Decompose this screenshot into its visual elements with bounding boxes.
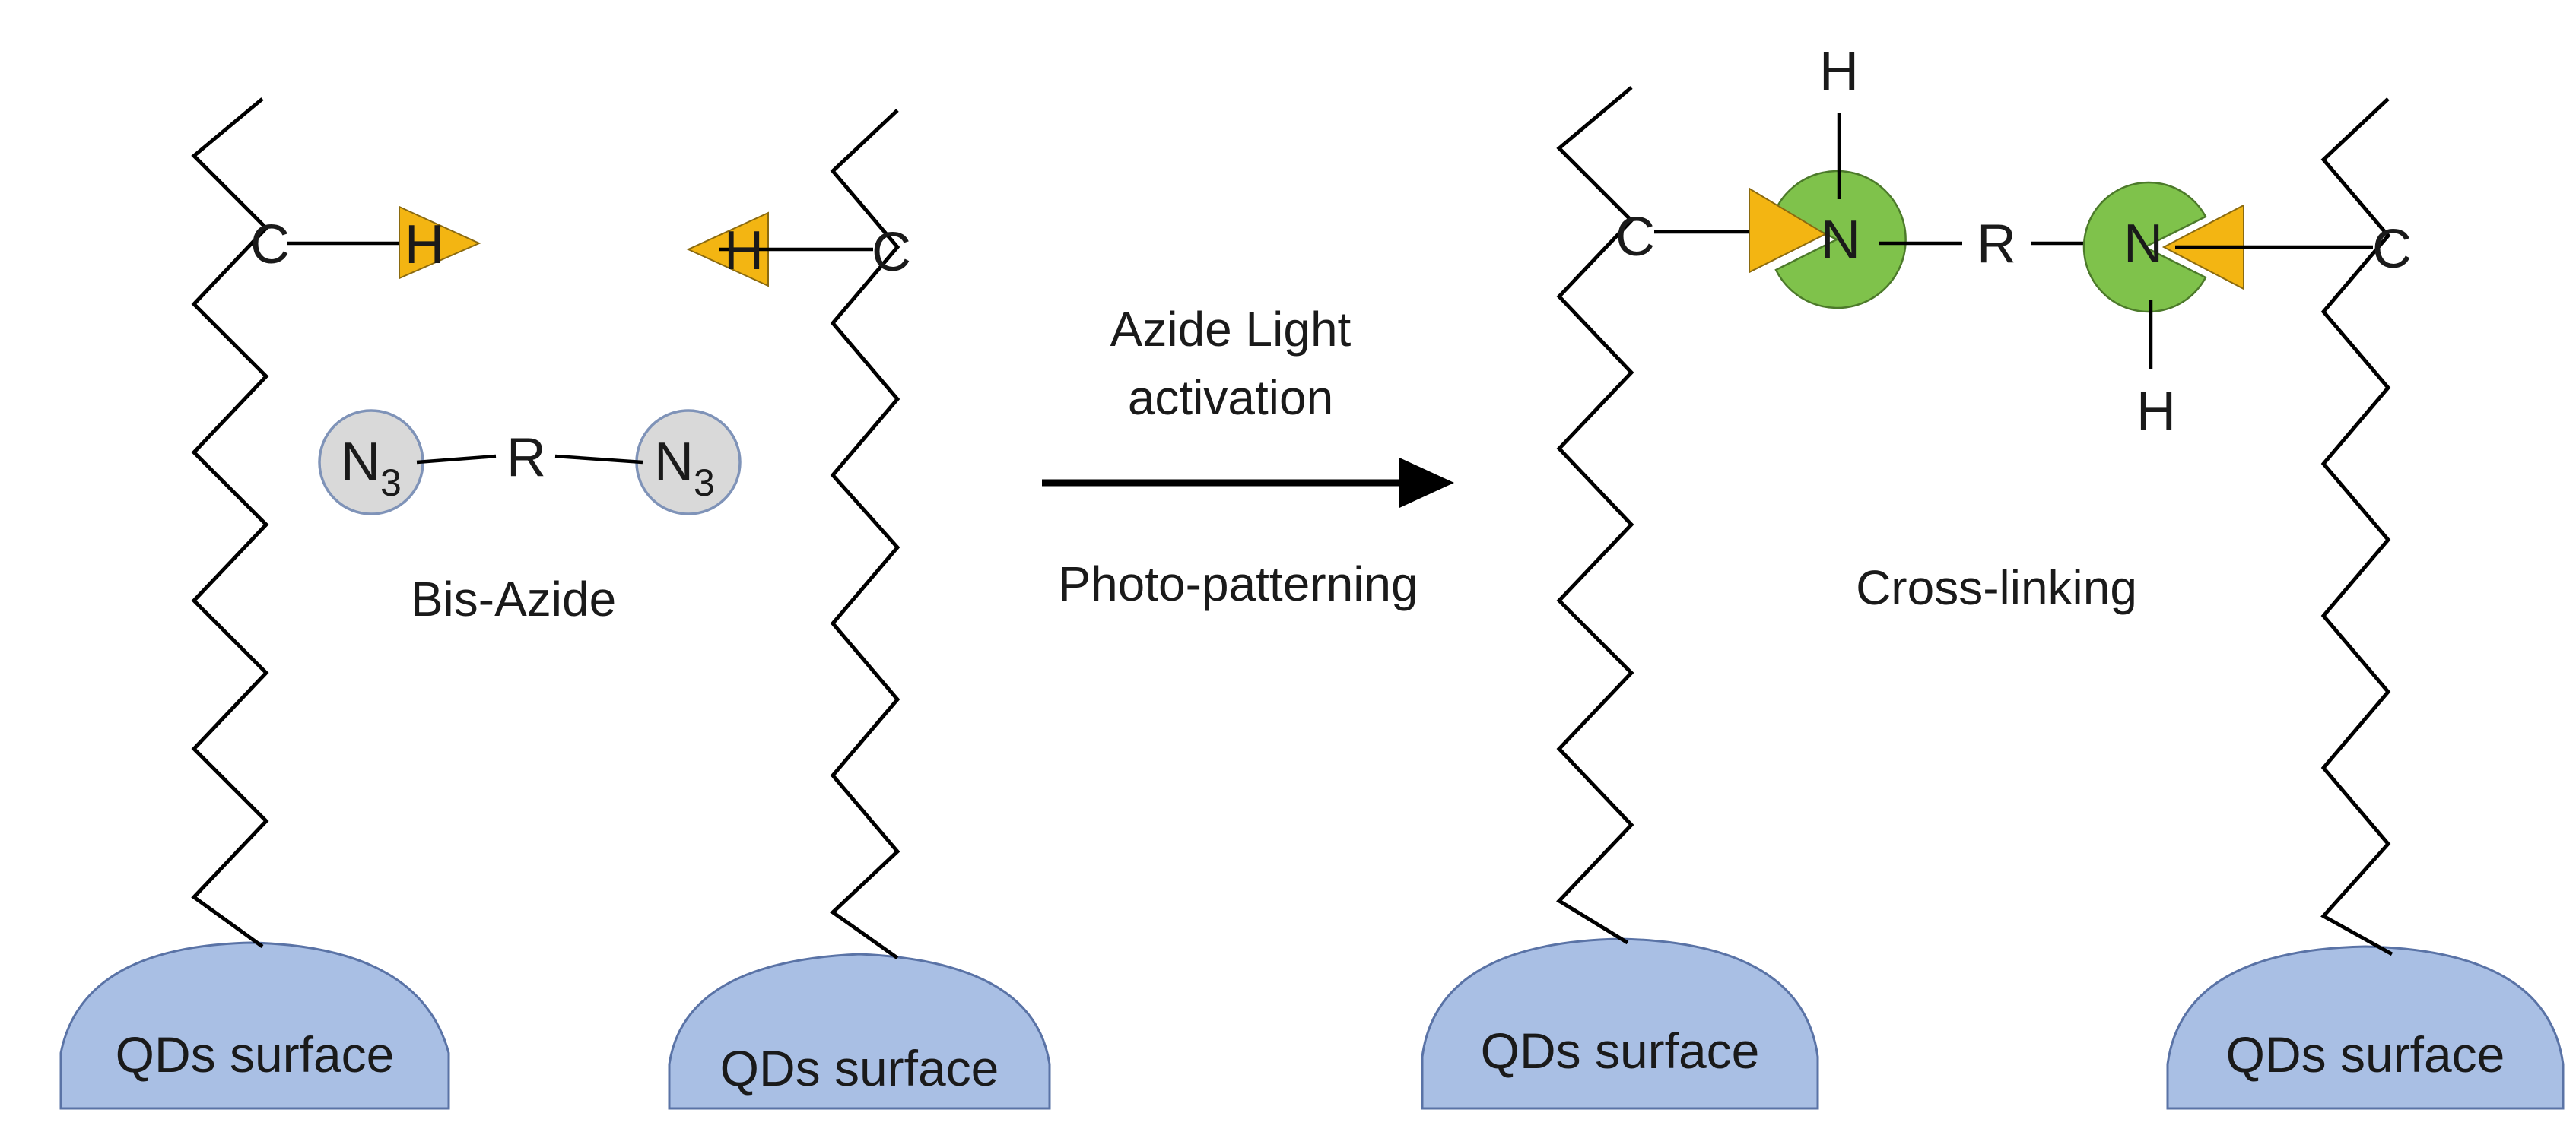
hydrogen-atom-2: H <box>724 220 764 281</box>
carbon-atom-3: C <box>1615 207 1655 268</box>
alkyl-chain-3 <box>1556 86 1634 945</box>
nitrene-circle-1 <box>1774 170 1907 309</box>
reaction-condition-line-2: activation <box>1128 370 1333 425</box>
alkyl-chain-1 <box>191 97 269 949</box>
right-panel: QDs surface QDs surface C N H R N C H Cr… <box>1421 41 2565 1110</box>
hydrogen-atom-bottom: H <box>2136 381 2176 442</box>
nitrogen-atom-1: N <box>1821 210 1860 271</box>
cross-linking-label: Cross-linking <box>1856 560 2137 615</box>
qd-surface-4-label: QDs surface <box>2226 1026 2505 1083</box>
carbon-atom-2: C <box>872 222 911 283</box>
qd-surface-2-label: QDs surface <box>720 1040 999 1096</box>
qd-surface-1-label: QDs surface <box>116 1026 395 1083</box>
carbon-atom-1: C <box>250 214 290 275</box>
alkyl-chain-4 <box>2320 97 2393 956</box>
alkyl-chain-2 <box>830 109 900 960</box>
photo-patterning-label: Photo-patterning <box>1058 556 1418 611</box>
hydrogen-atom-top: H <box>1819 41 1859 102</box>
qd-surface-2 <box>668 953 1051 1110</box>
nitrogen-atom-2: N <box>2123 214 2163 274</box>
left-panel: QDs surface QDs surface C H H C N3 R N3 <box>59 97 1051 1110</box>
reaction-step: Azide Light activation Photo-patterning <box>1042 302 1454 611</box>
linker-r-right: R <box>1977 214 2016 274</box>
azide-bond-1 <box>416 454 497 465</box>
hydrogen-marker-3 <box>1749 187 1828 274</box>
azide-nitrogen-1: N3 <box>341 432 402 504</box>
qd-surface-3-label: QDs surface <box>1481 1023 1760 1079</box>
reaction-condition-line-1: Azide Light <box>1110 302 1352 357</box>
qd-surface-1 <box>59 941 450 1110</box>
bis-azide-label: Bis-Azide <box>411 572 616 626</box>
qd-surface-4 <box>2166 945 2565 1110</box>
azide-nitrogen-2: N3 <box>654 432 715 504</box>
azide-bond-2 <box>554 454 643 465</box>
reaction-arrow-head <box>1399 458 1454 508</box>
hydrogen-marker-1 <box>399 205 481 280</box>
carbon-atom-4: C <box>2372 219 2412 280</box>
nitrene-circle-2 <box>2082 181 2207 313</box>
hydrogen-atom-1: H <box>405 214 444 275</box>
linker-r-left: R <box>507 427 546 488</box>
bis-azide-molecule: N3 R N3 <box>318 409 742 515</box>
